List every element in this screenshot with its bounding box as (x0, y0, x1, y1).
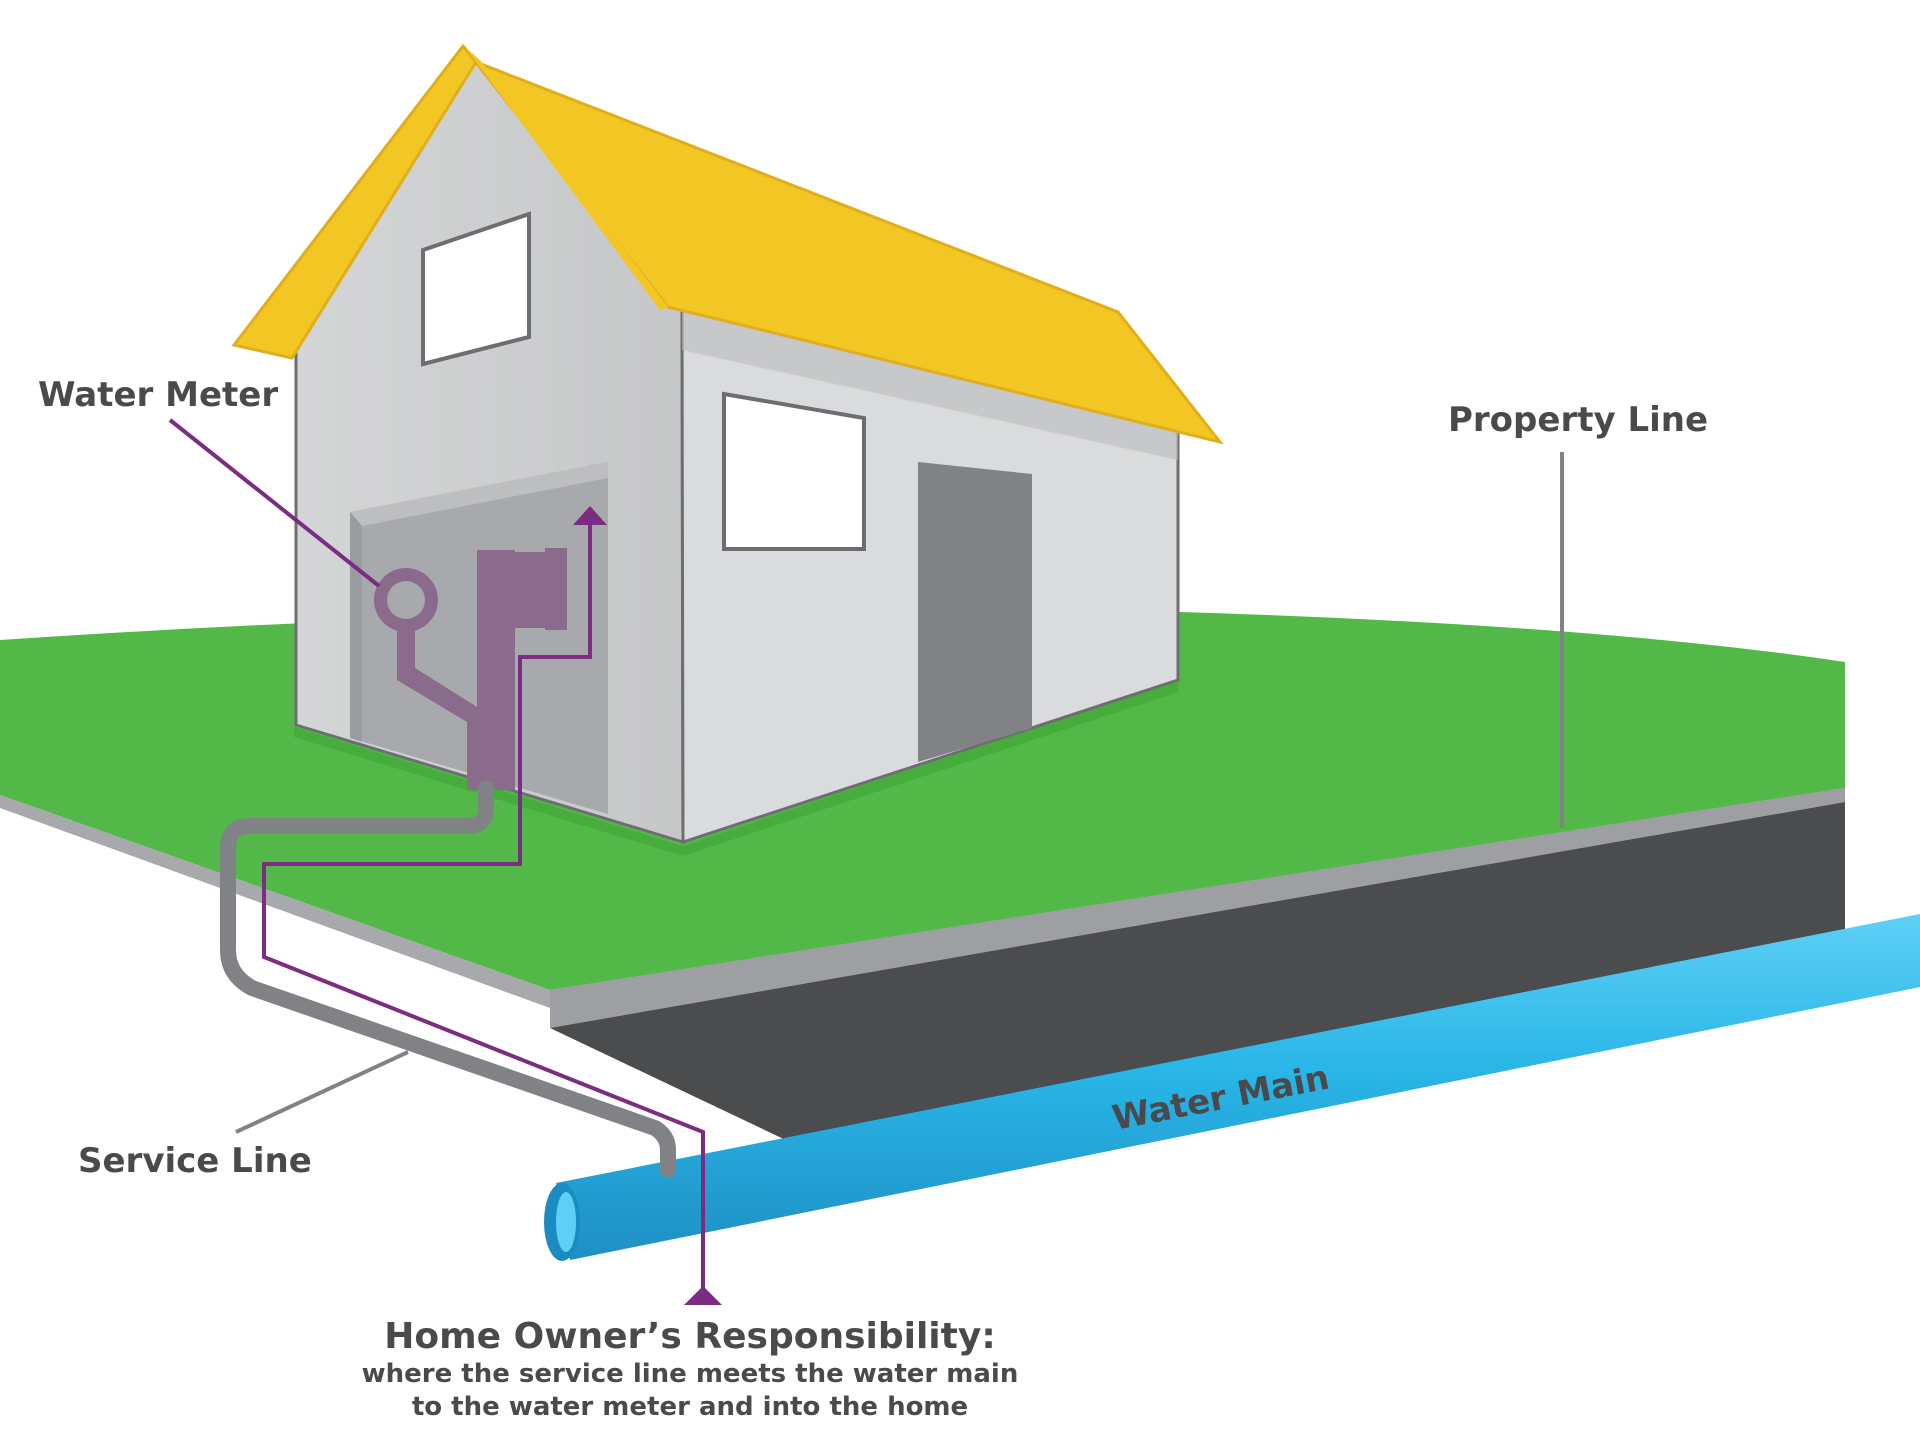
water-main-pipe (544, 913, 1920, 1261)
side-door (918, 462, 1032, 762)
service-line-pipe (220, 780, 676, 1178)
side-window (722, 391, 866, 551)
property-line-label: Property Line (1448, 400, 1708, 440)
responsibility-arrow-bottom-icon (684, 1286, 722, 1305)
responsibility-arrow-top-icon (573, 506, 607, 525)
roof-shadow (682, 308, 1178, 460)
curb-face (550, 788, 1845, 1028)
attic-window (421, 211, 531, 367)
service-line-label: Service Line (78, 1141, 312, 1181)
service-line-leader (235, 1050, 409, 1134)
water-meter-label: Water Meter (38, 375, 278, 415)
responsibility-line-1: where the service line meets the water m… (362, 1359, 1019, 1389)
road (550, 802, 1845, 1142)
roof (231, 43, 1224, 445)
responsibility-title: Home Owner’s Responsibility: (384, 1316, 995, 1357)
water-meter-leader (168, 418, 381, 588)
responsibility-line-2: to the water meter and into the home (412, 1392, 968, 1422)
water-meter (374, 548, 567, 790)
responsibility-path (262, 515, 705, 1293)
